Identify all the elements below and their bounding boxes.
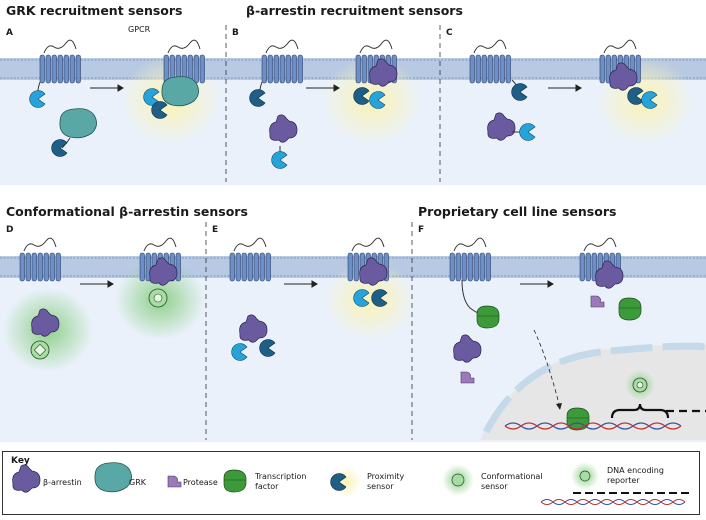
sensor-diagram: [0, 25, 706, 442]
arrestin-icon: [12, 464, 41, 493]
panel-e-label: E: [212, 225, 219, 235]
panel-c-label: C: [446, 28, 453, 38]
protease-icon: [167, 475, 182, 488]
key-label-arrestin: β-arrestin: [43, 478, 82, 487]
conformational-title: Conformational β-arrestin sensors: [6, 204, 248, 219]
key-label-transcription-factor: Transcription factor: [255, 472, 307, 491]
panel-f-label: F: [418, 225, 425, 235]
panel-b-label: B: [232, 28, 239, 38]
key-label-dna-reporter: DNA encoding reporter: [607, 466, 664, 485]
barr-recruitment-title: β-arrestin recruitment sensors: [246, 3, 463, 18]
key-icons: [12, 462, 693, 505]
key-label-proximity-sensor: Proximity sensor: [367, 472, 405, 491]
panel-d-label: D: [6, 225, 14, 235]
grk-sensors-title: GRK recruitment sensors: [6, 3, 183, 18]
gpcr-label: GPCR: [128, 25, 151, 34]
panel-a-label: A: [6, 28, 13, 38]
dna-reporter-icon: [579, 470, 591, 482]
key-label-grk: GRK: [129, 478, 147, 487]
key-label-protease: Protease: [183, 478, 218, 487]
transcription-factor-icon: [223, 469, 247, 493]
proprietary-title: Proprietary cell line sensors: [418, 204, 617, 219]
key-label-conformational-sensor: Conformational sensor: [481, 472, 543, 491]
key-box: Key β-arrestin GRK Protease Transcriptio…: [2, 451, 700, 515]
key-title: Key: [11, 456, 30, 466]
grk-icon: [94, 462, 132, 493]
conformational-sensor-icon: [451, 473, 465, 487]
